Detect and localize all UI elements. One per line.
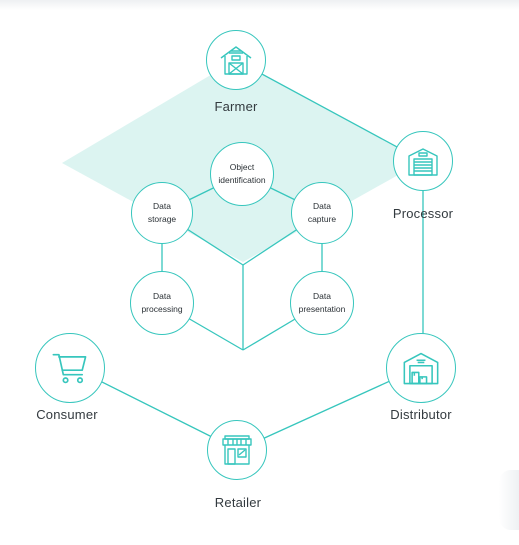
data-presentation-line1: Data — [313, 291, 331, 301]
distributor-node — [386, 333, 456, 403]
shopping-cart-icon — [52, 353, 87, 384]
data-capture-circle: Data capture — [291, 182, 353, 244]
consumer-label: Consumer — [36, 407, 98, 422]
storefront-icon — [222, 435, 252, 465]
retailer-node — [207, 420, 267, 480]
object-identification-line1: Object — [229, 162, 255, 172]
data-storage-circle: Data storage — [131, 182, 193, 244]
warehouse-icon — [403, 352, 439, 385]
distributor-label: Distributor — [390, 407, 452, 422]
corner-fade — [499, 470, 519, 530]
object-identification-line2: identification — [218, 175, 266, 185]
processor-label: Processor — [392, 206, 454, 221]
consumer-node — [35, 333, 105, 403]
farmer-label: Farmer — [214, 99, 258, 114]
data-presentation-line2: presentation — [298, 304, 346, 314]
data-storage-line1: Data — [153, 201, 171, 211]
data-capture-line2: capture — [307, 214, 337, 224]
farmer-node — [206, 30, 266, 90]
retailer-label: Retailer — [214, 495, 262, 510]
barn-icon — [220, 46, 252, 75]
data-processing-line1: Data — [153, 291, 171, 301]
top-bar — [0, 0, 519, 10]
object-identification-circle: Object identification — [210, 142, 274, 206]
data-presentation-circle: Data presentation — [290, 271, 354, 335]
data-processing-line2: processing — [141, 304, 183, 314]
data-processing-circle: Data processing — [130, 271, 194, 335]
data-storage-line2: storage — [147, 214, 177, 224]
factory-icon — [408, 148, 438, 176]
processor-node — [393, 131, 453, 191]
data-capture-line1: Data — [313, 201, 331, 211]
link-farmer-processor — [235, 59, 424, 162]
